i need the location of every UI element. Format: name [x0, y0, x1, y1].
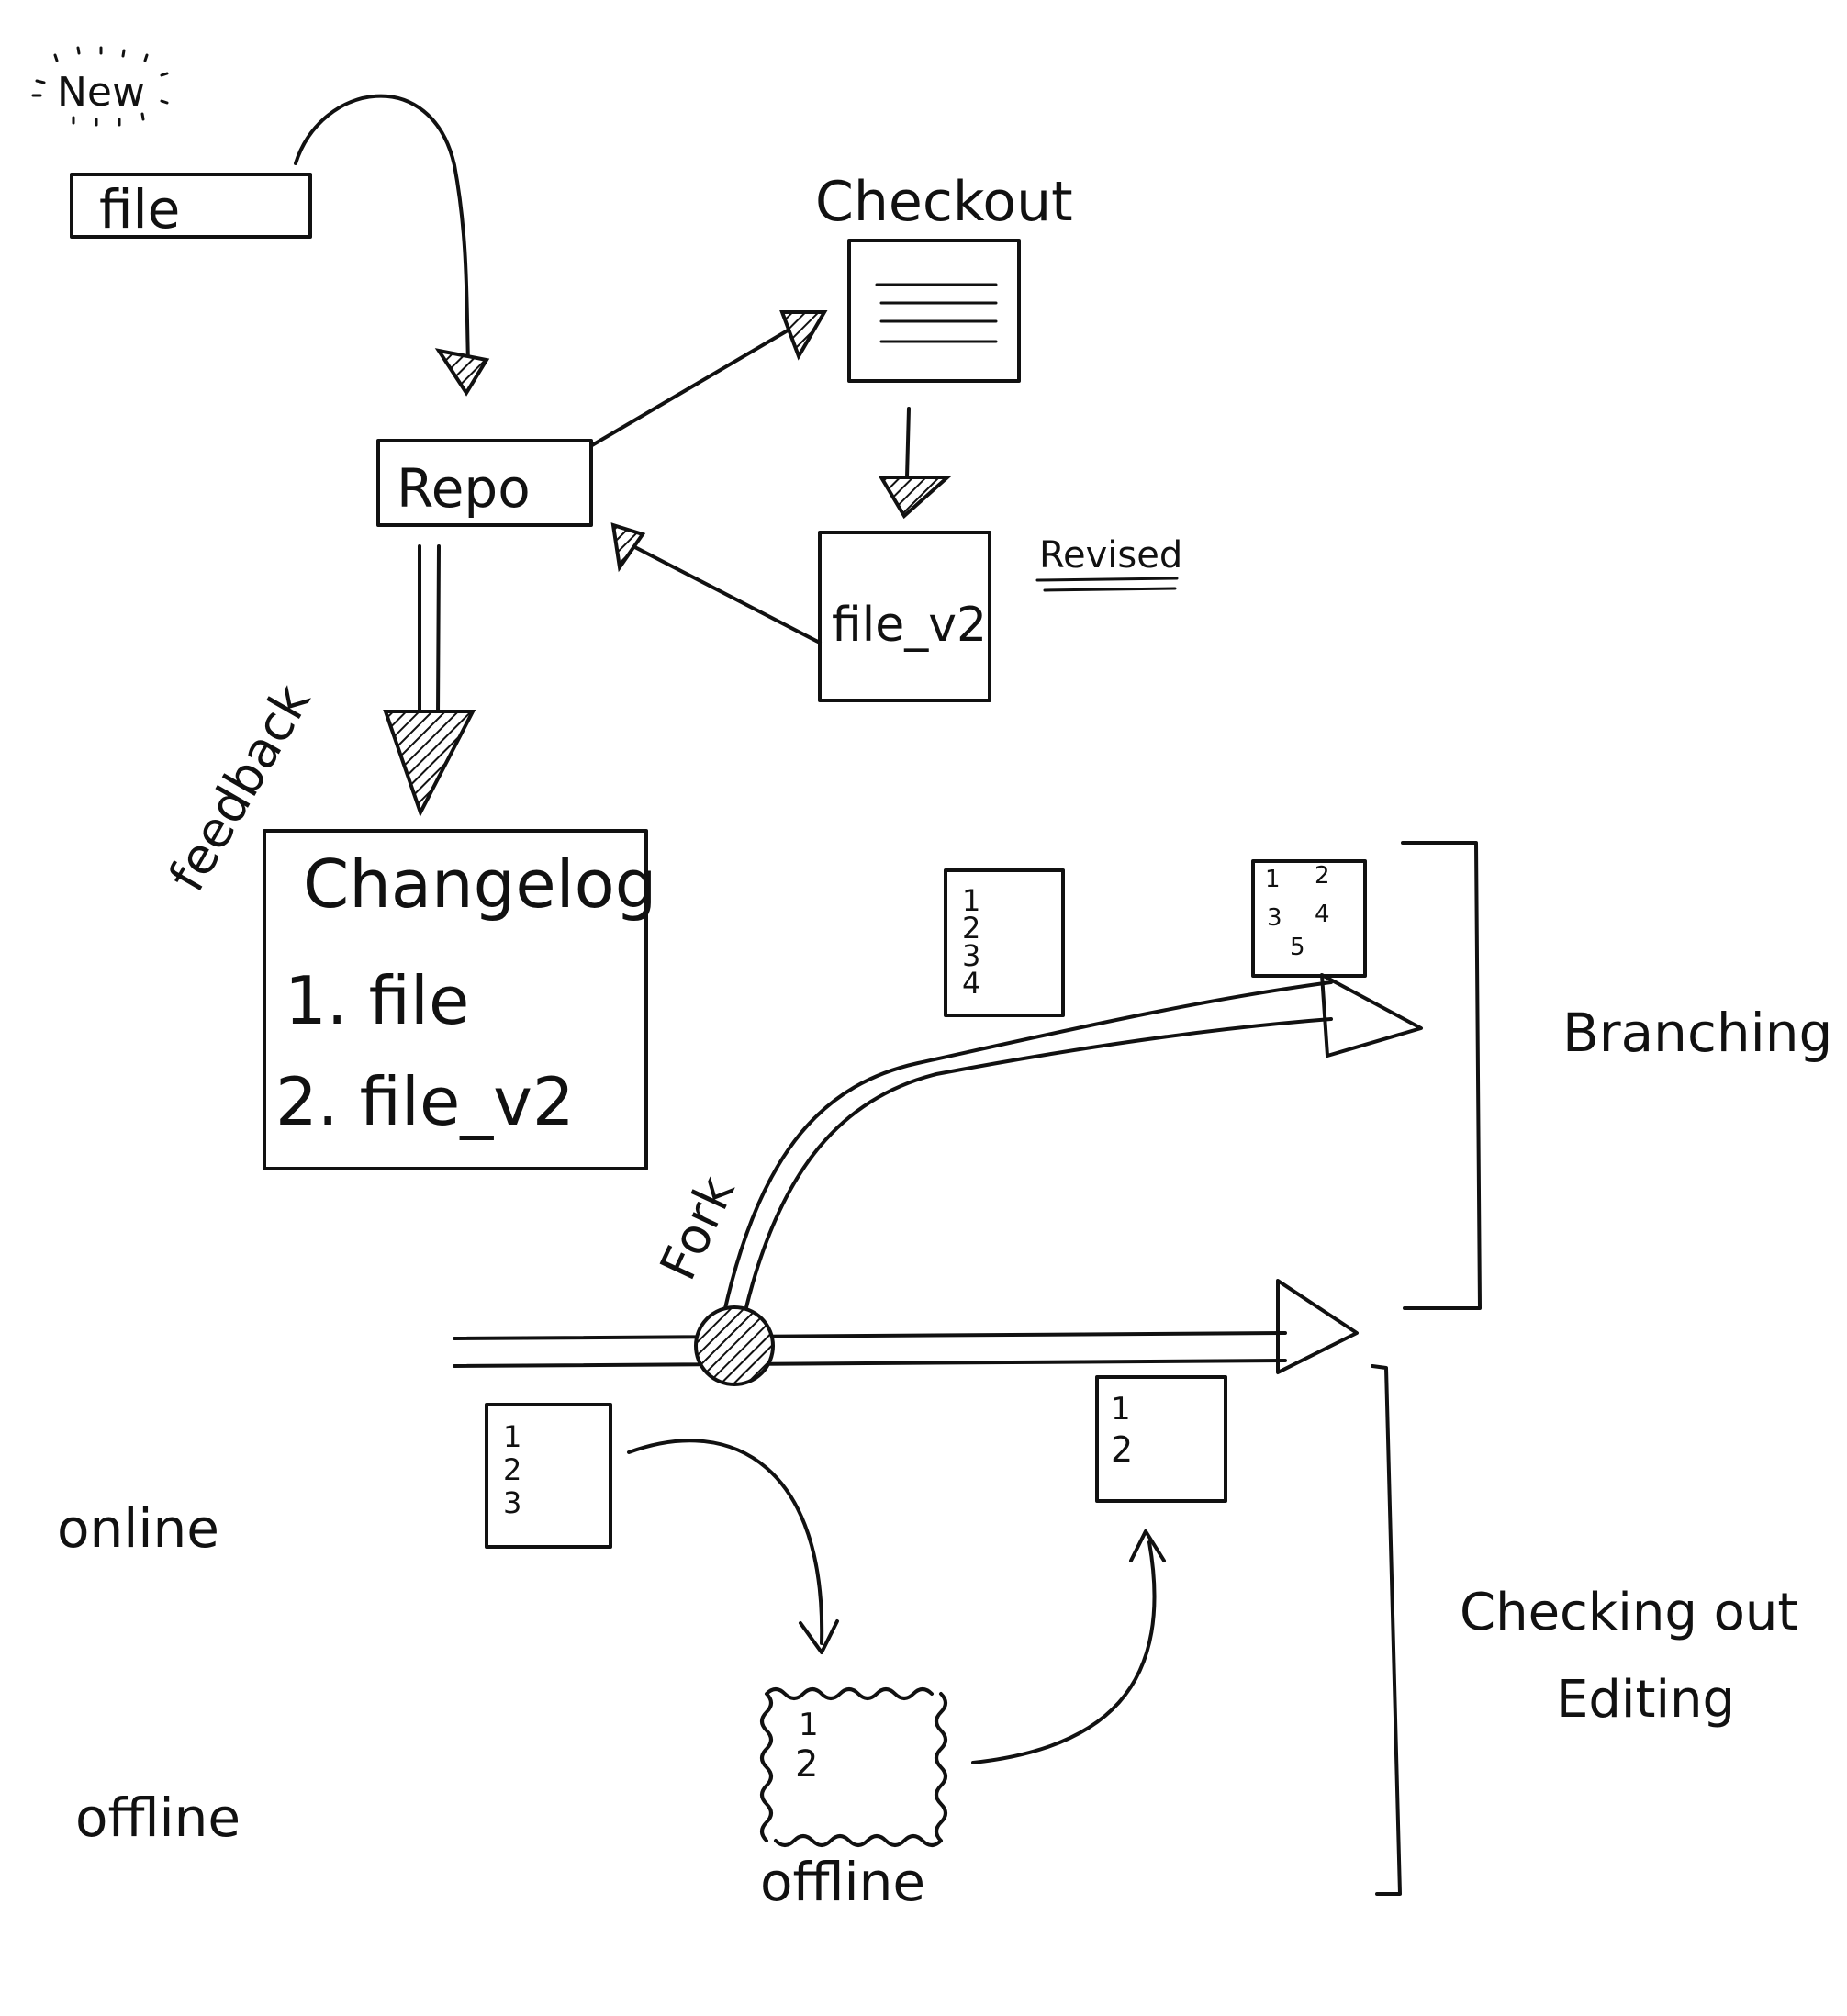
returned-doc: 1 2 — [1095, 1375, 1227, 1503]
new-label: New — [57, 69, 145, 116]
fork-branch-line-a — [723, 980, 1333, 1310]
feedback-label: feedback — [158, 675, 322, 902]
checkout-offline-arrowhead-icon — [799, 1619, 839, 1654]
new-label-group: New — [31, 46, 169, 127]
branch-doc-b-line: 4 — [1315, 901, 1330, 928]
file-to-repo-arrow — [294, 94, 470, 364]
fork-branch-line-b — [744, 1017, 1333, 1313]
branch-doc-b-line: 1 — [1265, 866, 1281, 893]
revised-underline-2 — [1043, 587, 1177, 592]
returned-doc-line: 2 — [1111, 1429, 1133, 1470]
file-label: file — [99, 178, 180, 241]
checkout-to-filev2-arrow — [905, 407, 911, 479]
repo-node: Repo — [376, 439, 593, 527]
offline-doc-line: 2 — [795, 1743, 818, 1786]
checkout-node: Checkout — [815, 170, 1073, 383]
repo-box — [376, 439, 593, 527]
branching-bracket — [1401, 841, 1482, 1310]
branch-doc-a-line: 4 — [962, 966, 980, 1001]
branch-doc-a: 1 2 3 4 — [944, 868, 1065, 1017]
offline-doc: 1 2 offline — [760, 1687, 947, 1913]
editing-label: Editing — [1556, 1670, 1735, 1730]
returned-doc-line: 1 — [1111, 1391, 1131, 1428]
changelog-node: Changelog 1. file 2. file_v2 — [263, 829, 656, 1170]
online-doc-line: 3 — [503, 1485, 521, 1520]
branch-doc-a-box — [944, 868, 1065, 1017]
file-v2-box — [818, 531, 991, 702]
repo-label: Repo — [397, 457, 531, 520]
checkout-offline-arrow — [627, 1439, 824, 1645]
checking-out-bracket — [1371, 1364, 1402, 1896]
changelog-box — [263, 829, 648, 1170]
branch-doc-b-line: 2 — [1315, 862, 1330, 890]
checkin-online-arrowhead-icon — [1129, 1529, 1166, 1562]
returned-doc-box — [1095, 1375, 1227, 1503]
changelog-title: Changelog — [303, 846, 656, 923]
branch-arrowhead-icon — [1320, 973, 1423, 1058]
online-doc-line: 2 — [503, 1452, 521, 1487]
branch-doc-a-line: 2 — [962, 911, 980, 946]
changelog-item-2: 2. file_v2 — [275, 1063, 575, 1140]
file-node: file — [70, 173, 312, 241]
checkout-label: Checkout — [815, 170, 1073, 234]
offline-label: offline — [75, 1786, 241, 1849]
changelog-item-1: 1. file — [285, 962, 469, 1039]
branch-doc-b-box — [1251, 859, 1367, 978]
file-v2-node: file_v2 Revised — [818, 531, 1182, 702]
checkout-document — [847, 239, 1021, 383]
online-doc-box — [485, 1403, 612, 1549]
offline-doc-line: 1 — [799, 1707, 819, 1743]
filev2-to-repo-arrow — [622, 540, 822, 644]
branch-doc-a-line: 3 — [962, 938, 980, 973]
file-v2-label: file_v2 — [832, 598, 987, 653]
online-doc-line: 1 — [503, 1419, 521, 1454]
online-doc: 1 2 3 — [485, 1403, 612, 1549]
checkin-online-arrow — [971, 1540, 1157, 1764]
repo-to-changelog-arrowhead-icon — [383, 710, 476, 818]
fork-label: Fork — [649, 1167, 746, 1288]
repo-to-changelog-line-b — [436, 544, 441, 718]
branch-doc-b: 1 2 3 4 5 — [1251, 859, 1367, 978]
branch-doc-b-line: 5 — [1290, 934, 1305, 961]
branch-doc-a-line: 1 — [962, 883, 980, 918]
sparkle-dots-icon — [31, 46, 169, 127]
revised-label: Revised — [1039, 534, 1182, 577]
main-arrowhead-icon — [1276, 1279, 1359, 1374]
repo-to-checkout-arrowhead-icon — [779, 310, 828, 361]
main-line-b — [453, 1359, 1287, 1368]
document-lines-icon — [875, 283, 998, 343]
online-label: online — [57, 1497, 219, 1560]
file-box — [70, 173, 312, 239]
checkout-to-filev2-arrowhead-icon — [878, 476, 953, 520]
main-line-a — [453, 1331, 1287, 1340]
filev2-to-repo-arrowhead-icon — [610, 522, 646, 573]
fork-point-icon — [694, 1305, 775, 1386]
offline-doc-wavy-border — [760, 1687, 947, 1847]
offline-doc-label: offline — [760, 1851, 925, 1913]
branch-doc-b-line: 3 — [1267, 904, 1282, 932]
repo-to-checkout-arrow — [590, 329, 789, 447]
revised-underline-1 — [1035, 577, 1179, 582]
file-to-repo-arrowhead-icon — [434, 348, 490, 397]
branching-label: Branching — [1562, 1002, 1832, 1064]
checking-out-label: Checking out — [1460, 1583, 1797, 1642]
